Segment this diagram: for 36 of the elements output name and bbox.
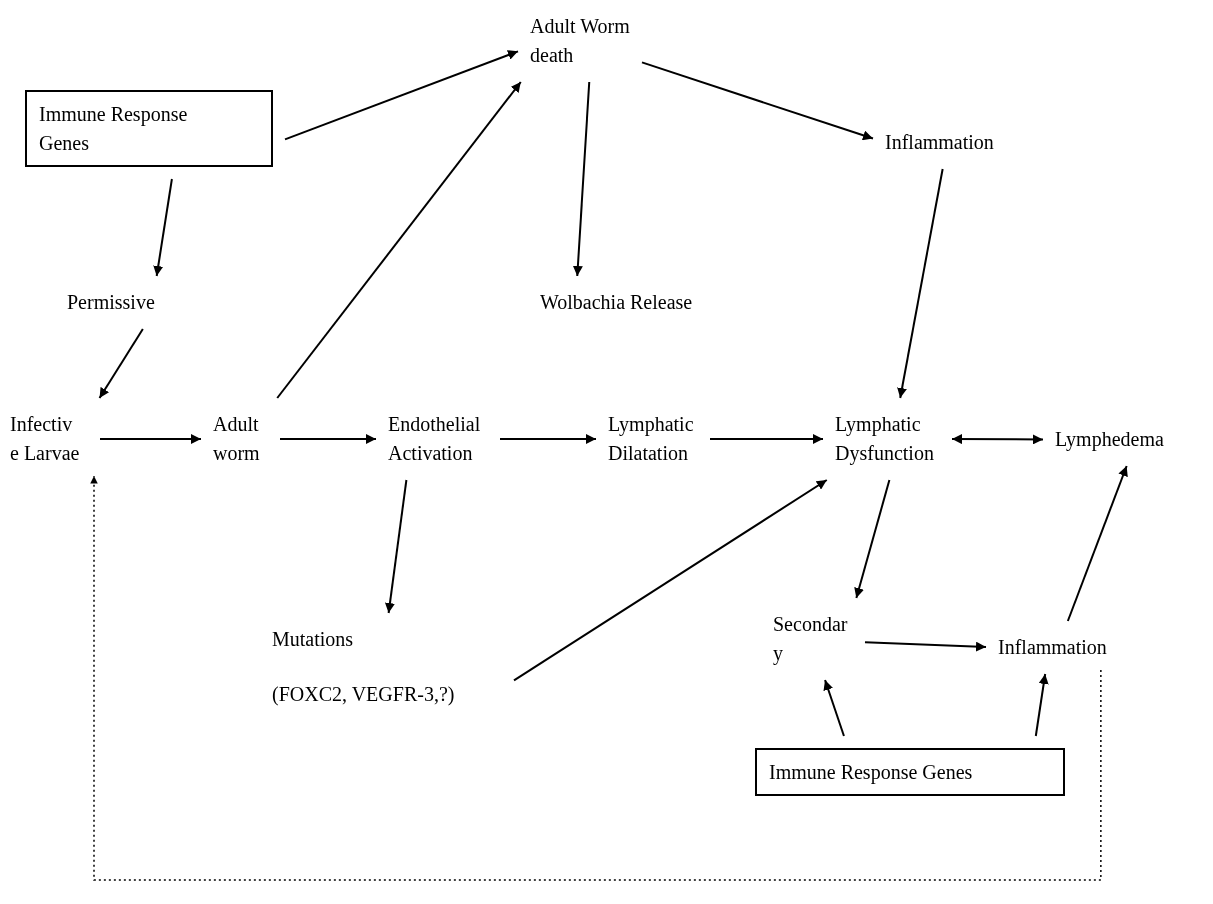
arrow (709, 434, 824, 444)
arrow (499, 434, 597, 444)
arrow (897, 168, 944, 399)
node-label: Secondar y (773, 612, 849, 667)
arrow (284, 50, 519, 141)
node-label: Lymphedema (1055, 427, 1164, 453)
gene-box: Immune Response Genes (755, 748, 1065, 796)
double-arrow (951, 434, 1044, 445)
arrow (98, 328, 144, 399)
node-label: Endothelial Activation (388, 412, 482, 466)
arrow (99, 434, 202, 444)
arrow (153, 178, 173, 277)
arrow (641, 61, 874, 141)
arrow (276, 81, 522, 399)
node-label: Adult Worm death (530, 14, 630, 68)
arrow (513, 479, 828, 682)
node-label: Infectiv e Larvae (10, 412, 81, 466)
node-label: Wolbachia Release (540, 290, 693, 315)
arrow (1066, 465, 1128, 622)
gene-box: Immune Response Genes (25, 90, 273, 167)
node-label: Adult worm (213, 412, 261, 466)
node-label: Inflammation (885, 130, 994, 155)
node-label: Mutations (272, 627, 354, 652)
node-label: Lymphatic Dilatation (608, 412, 695, 466)
arrow (384, 479, 408, 614)
arrow (279, 434, 377, 444)
dotted-arrow (90, 475, 1102, 881)
node-label: Inflammation (998, 635, 1107, 660)
node-label: (FOXC2, VEGFR-3,?) (272, 682, 455, 708)
arrow (854, 479, 891, 599)
arrow (864, 641, 987, 652)
arrow (1034, 673, 1049, 737)
node-label: Lymphatic Dysfunction (835, 412, 935, 467)
node-label: Permissive (67, 290, 155, 315)
arrow (823, 679, 845, 737)
arrow (572, 81, 591, 277)
